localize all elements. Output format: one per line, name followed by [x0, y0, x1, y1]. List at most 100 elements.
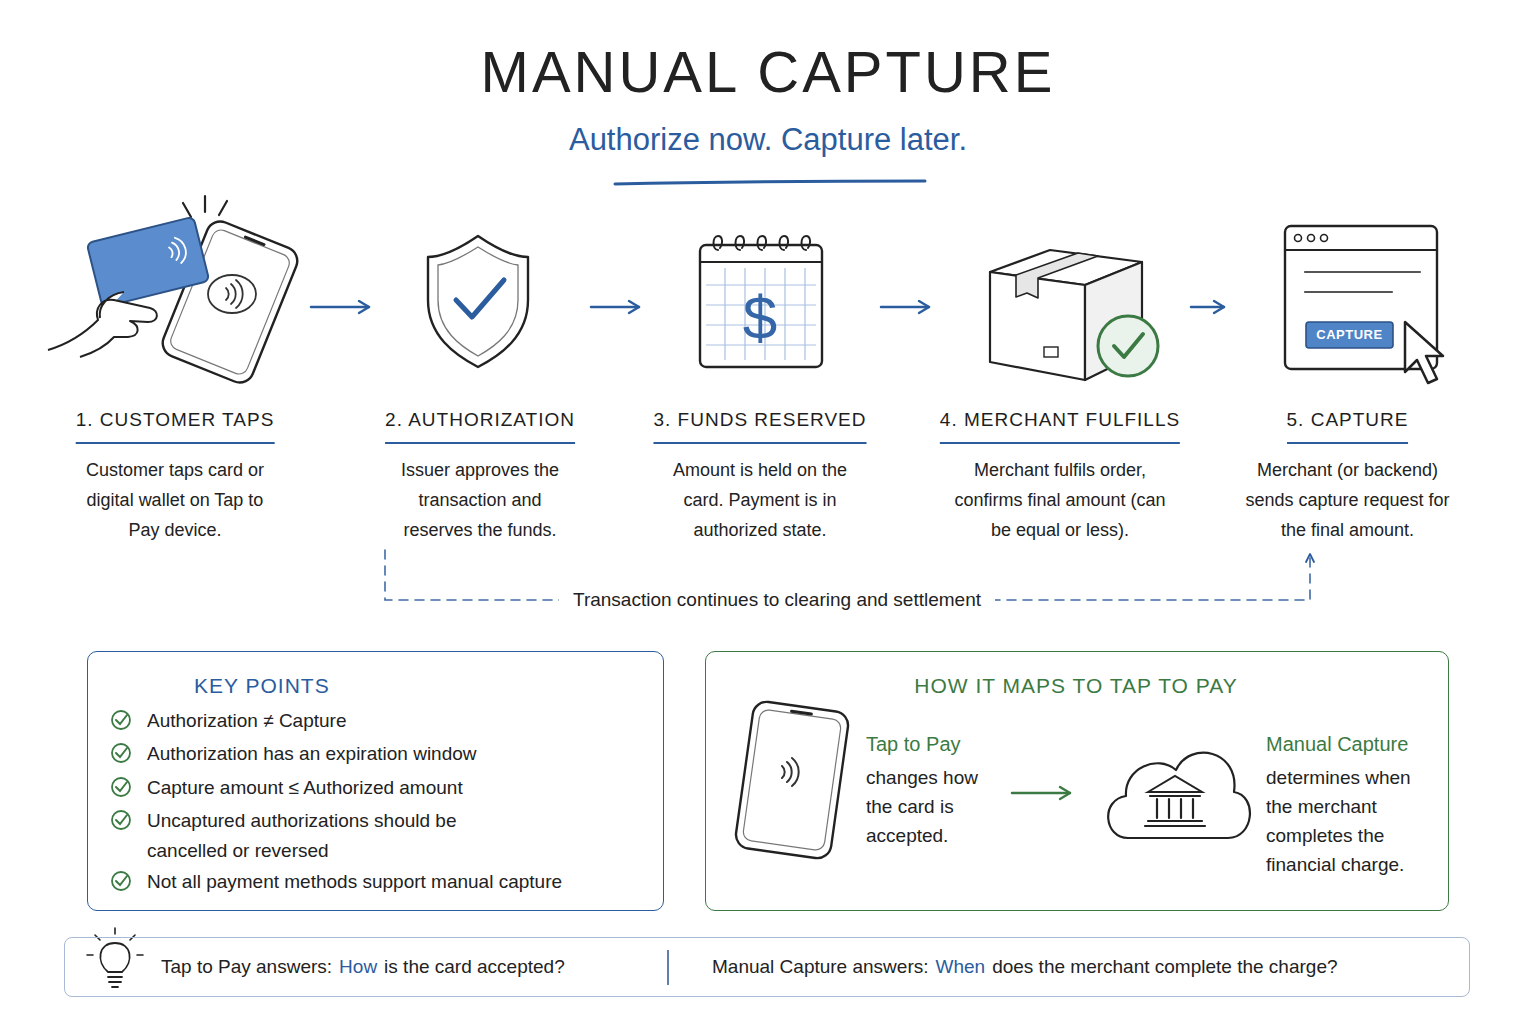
phone-speaker	[245, 237, 264, 244]
summary-text: does the merchant complete the charge?	[992, 952, 1337, 982]
process-step: 1. CUSTOMER TAPS Customer taps card or di…	[45, 200, 305, 550]
summary-text: Manual Capture answers:	[712, 952, 929, 982]
step-description: Merchant fulfils order, confirms final a…	[950, 455, 1170, 545]
check-bullet	[112, 811, 130, 829]
flow-arrow	[591, 306, 639, 309]
check-bullets	[112, 711, 130, 890]
title-underline	[615, 181, 925, 184]
concept-heading: Tap to Pay	[866, 730, 961, 759]
edge-label: Transaction continues to clearing and se…	[559, 587, 995, 613]
check-bullet	[116, 876, 127, 885]
concept-heading: Manual Capture	[1266, 730, 1408, 759]
check-bullet	[116, 748, 127, 757]
bar-divider	[667, 950, 669, 985]
calendar-band	[700, 261, 822, 263]
bulb-rays	[87, 928, 143, 955]
settlement-connector	[385, 550, 1310, 600]
currency-symbol: $	[730, 283, 790, 353]
phone-speaker	[792, 711, 812, 714]
check-bullet	[116, 715, 127, 724]
concept-card: Tap to Pay changes how the card is accept…	[731, 701, 1006, 871]
parcel-label	[1044, 347, 1058, 357]
check-bullet	[116, 815, 127, 824]
done-badge	[1098, 316, 1158, 376]
step-heading: 3. FUNDS RESERVED	[653, 405, 866, 444]
payment-card	[87, 217, 210, 308]
check-bullet	[116, 782, 127, 791]
check-mark	[456, 280, 504, 317]
bulb-base	[108, 977, 122, 987]
bank-columns	[1145, 796, 1205, 826]
nfc-badge	[208, 275, 256, 313]
flow-arrow	[311, 306, 369, 309]
panel-heading: KEY POINTS	[194, 671, 330, 701]
check-bullet	[112, 711, 130, 729]
window-dot	[1308, 235, 1315, 242]
browser-icon	[1285, 226, 1443, 383]
browser-bar	[1285, 249, 1437, 251]
shield-outline	[428, 236, 528, 367]
done-check	[1114, 334, 1143, 357]
button-text: CAPTURE	[1306, 322, 1393, 348]
phone-body	[734, 700, 850, 860]
summary-text: Tap to Pay answers:	[161, 952, 332, 982]
concept-card: Manual Capture determines when the mercha…	[1076, 701, 1446, 881]
calendar-grid	[706, 268, 816, 360]
diagram-title: MANUAL CAPTURE	[0, 37, 1536, 107]
mapping-arrow	[1012, 792, 1070, 795]
step-heading: 5. CAPTURE	[1287, 405, 1409, 444]
shield-icon	[428, 236, 528, 367]
calendar-icon	[700, 236, 822, 367]
shield-inner	[438, 247, 518, 356]
step-heading: 4. MERCHANT FULFILLS	[940, 405, 1180, 444]
window-dot	[1295, 235, 1302, 242]
process-step: 5. CAPTURE Merchant (or backend) sends ca…	[1230, 200, 1465, 550]
key-point: Not all payment methods support manual c…	[147, 867, 617, 897]
calendar-rings	[714, 236, 811, 250]
contactless-symbol	[226, 280, 243, 308]
capture-button	[1306, 322, 1393, 348]
mouse-cursor	[1405, 322, 1443, 383]
bank-cloud-icon	[1108, 753, 1250, 838]
tap-phone-icon	[734, 700, 850, 860]
card-contactless	[167, 236, 188, 265]
parcel-tape	[1016, 253, 1098, 298]
tap-illustration	[48, 196, 301, 387]
subtitle: Authorize now. Capture later.	[468, 120, 1068, 160]
bank-roof	[1148, 776, 1202, 792]
step-description: Customer taps card or digital wallet on …	[85, 455, 265, 545]
key-point: Authorization has an expiration window	[147, 739, 617, 769]
check-bullet	[112, 872, 130, 890]
key-point: Authorization ≠ Capture	[147, 706, 617, 736]
flow-arrow	[1191, 306, 1224, 309]
check-bullet	[112, 744, 130, 762]
hand	[48, 292, 157, 357]
summary-bar: Tap to Pay answers:Howis the card accept…	[64, 937, 1470, 997]
step-description: Amount is held on the card. Payment is i…	[658, 455, 863, 545]
window-dot	[1321, 235, 1328, 242]
summary-text: is the card accepted?	[384, 952, 565, 982]
summary-keyword: When	[936, 952, 986, 982]
summary-keyword: How	[339, 952, 377, 982]
process-step: 2. AUTHORIZATION Issuer approves the tran…	[375, 200, 585, 550]
phone-screen	[742, 709, 842, 851]
cloud-outline	[1108, 753, 1250, 838]
process-step: 3. FUNDS RESERVED Amount is held on the c…	[645, 200, 875, 550]
step-description: Issuer approves the transaction and rese…	[390, 455, 570, 545]
process-step: 4. MERCHANT FULFILLS Merchant fulfils ord…	[935, 200, 1185, 550]
key-point: Capture amount ≤ Authorized amount	[147, 773, 617, 803]
concept-description: determines when the merchant completes t…	[1266, 763, 1431, 879]
step-description: Merchant (or backend) sends capture requ…	[1238, 455, 1458, 545]
tap-burst	[183, 196, 227, 217]
panel-heading: HOW IT MAPS TO TAP TO PAY	[914, 671, 1237, 701]
flow-arrow	[881, 306, 929, 309]
parcel-icon	[990, 250, 1158, 380]
bulb-glass	[100, 943, 129, 972]
key-points-panel: KEY POINTS Authorization ≠ CaptureAuthori…	[87, 651, 664, 911]
mapping-panel: HOW IT MAPS TO TAP TO PAY Tap to Pay chang…	[705, 651, 1449, 911]
concept-description: changes how the card is accepted.	[866, 763, 984, 850]
step-heading: 2. AUTHORIZATION	[385, 405, 575, 444]
step-heading: 1. CUSTOMER TAPS	[76, 405, 275, 444]
key-point: Uncaptured authorizations should be canc…	[147, 806, 517, 866]
contactless-symbol	[782, 758, 799, 786]
